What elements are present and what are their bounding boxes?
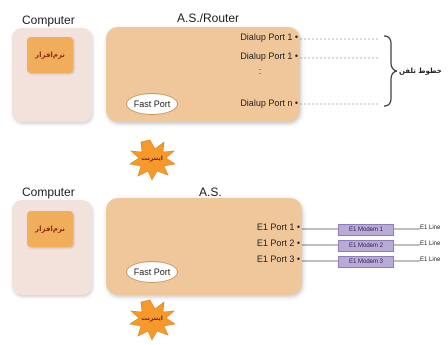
internet-label-1: اینترنت — [141, 155, 163, 162]
dialup-port-n: Dialup Port n • — [240, 98, 298, 108]
e1-line-3: E1 Line — [420, 257, 441, 263]
internet-burst-1 — [129, 139, 176, 181]
router-title-1: A.S./Router — [177, 11, 240, 25]
phone-lines-label: خطوط تلفن — [399, 67, 442, 75]
e1-line-2: E1 Line — [420, 241, 441, 247]
e1-modem-3: E1 Modem 3 — [338, 256, 394, 268]
e1-port-2: E1 Port 2 • — [256, 238, 300, 248]
internet-burst-2 — [129, 299, 176, 341]
e1-modem-1: E1 Modem 1 — [338, 224, 394, 236]
e1-port-1: E1 Port 1 • — [256, 222, 300, 232]
e1-line-1: E1 Line — [420, 225, 441, 231]
computer-title-2: Computer — [22, 185, 75, 199]
software-box-2: نرم‌افزار — [27, 211, 73, 247]
internet-label-2: اینترنت — [141, 315, 163, 322]
dialup-port-1: Dialup Port 1 • — [240, 32, 298, 42]
software-label-1: نرم‌افزار — [35, 51, 65, 59]
e1-modem-2: E1 Modem 2 — [338, 240, 394, 252]
phone-lines-brace — [383, 35, 398, 107]
software-label-2: نرم‌افزار — [35, 225, 65, 233]
computer-title-1: Computer — [22, 13, 75, 27]
port-ellipsis: : — [258, 66, 262, 76]
e1-port-3: E1 Port 3 • — [256, 254, 300, 264]
fast-port-2: Fast Port — [126, 261, 178, 283]
fast-port-1: Fast Port — [126, 93, 178, 115]
router-title-2: A.S. — [199, 185, 222, 199]
dialup-port-2: Dialup Port 1 • — [240, 51, 298, 61]
software-box-1: نرم‌افزار — [27, 37, 73, 73]
